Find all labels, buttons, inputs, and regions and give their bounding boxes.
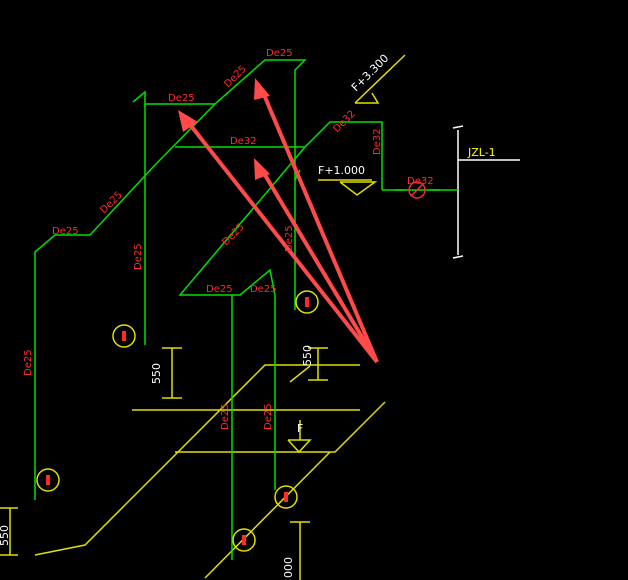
label-lower-right-de25: De25 [250,284,277,295]
label-vert-de32-right: De32 [372,128,383,155]
label-lower-vert-de25-b: De25 [263,403,274,430]
dimension-b: 550 [301,345,314,366]
riser-jzl-1 [452,125,520,259]
label-left-vert-de25: De25 [23,349,34,376]
label-lower-vert-de25-a: De25 [220,403,231,430]
dimension-d: 000 [282,557,295,578]
label-riser-de32: De32 [407,176,434,187]
label-mid-vert-de25: De25 [133,243,144,270]
dimension-a: 550 [150,363,163,384]
label-mid-diag-de25: De25 [220,222,247,249]
pipe-size-labels: De25 De25 De25 De32 De32 De32 De25 De25 … [23,48,434,430]
label-left-de25-top: De25 [168,93,195,104]
annotation-arrows [178,78,379,364]
dimension-labels: 550 550 550 000 [0,345,314,578]
fixture-markers [36,290,319,552]
label-lower-left-de25: De25 [206,284,233,295]
riser-tag: JZL-1 [467,146,496,159]
label-mid-de32: De32 [230,136,257,147]
elevation-mid: F+1.000 [318,164,365,177]
pipe-network [34,59,458,560]
elevation-labels: F+3.300 F+1.000 F [297,52,391,435]
dimension-c: 550 [0,525,11,546]
label-mid-vert-de25-b: De25 [284,225,295,252]
floor-outline [0,54,406,580]
label-top-de25: De25 [266,48,293,59]
fixture-fill [46,297,309,545]
elevation-floor: F [297,422,303,435]
label-left-branch-de25: De25 [52,226,79,237]
valve-icon [408,181,426,199]
